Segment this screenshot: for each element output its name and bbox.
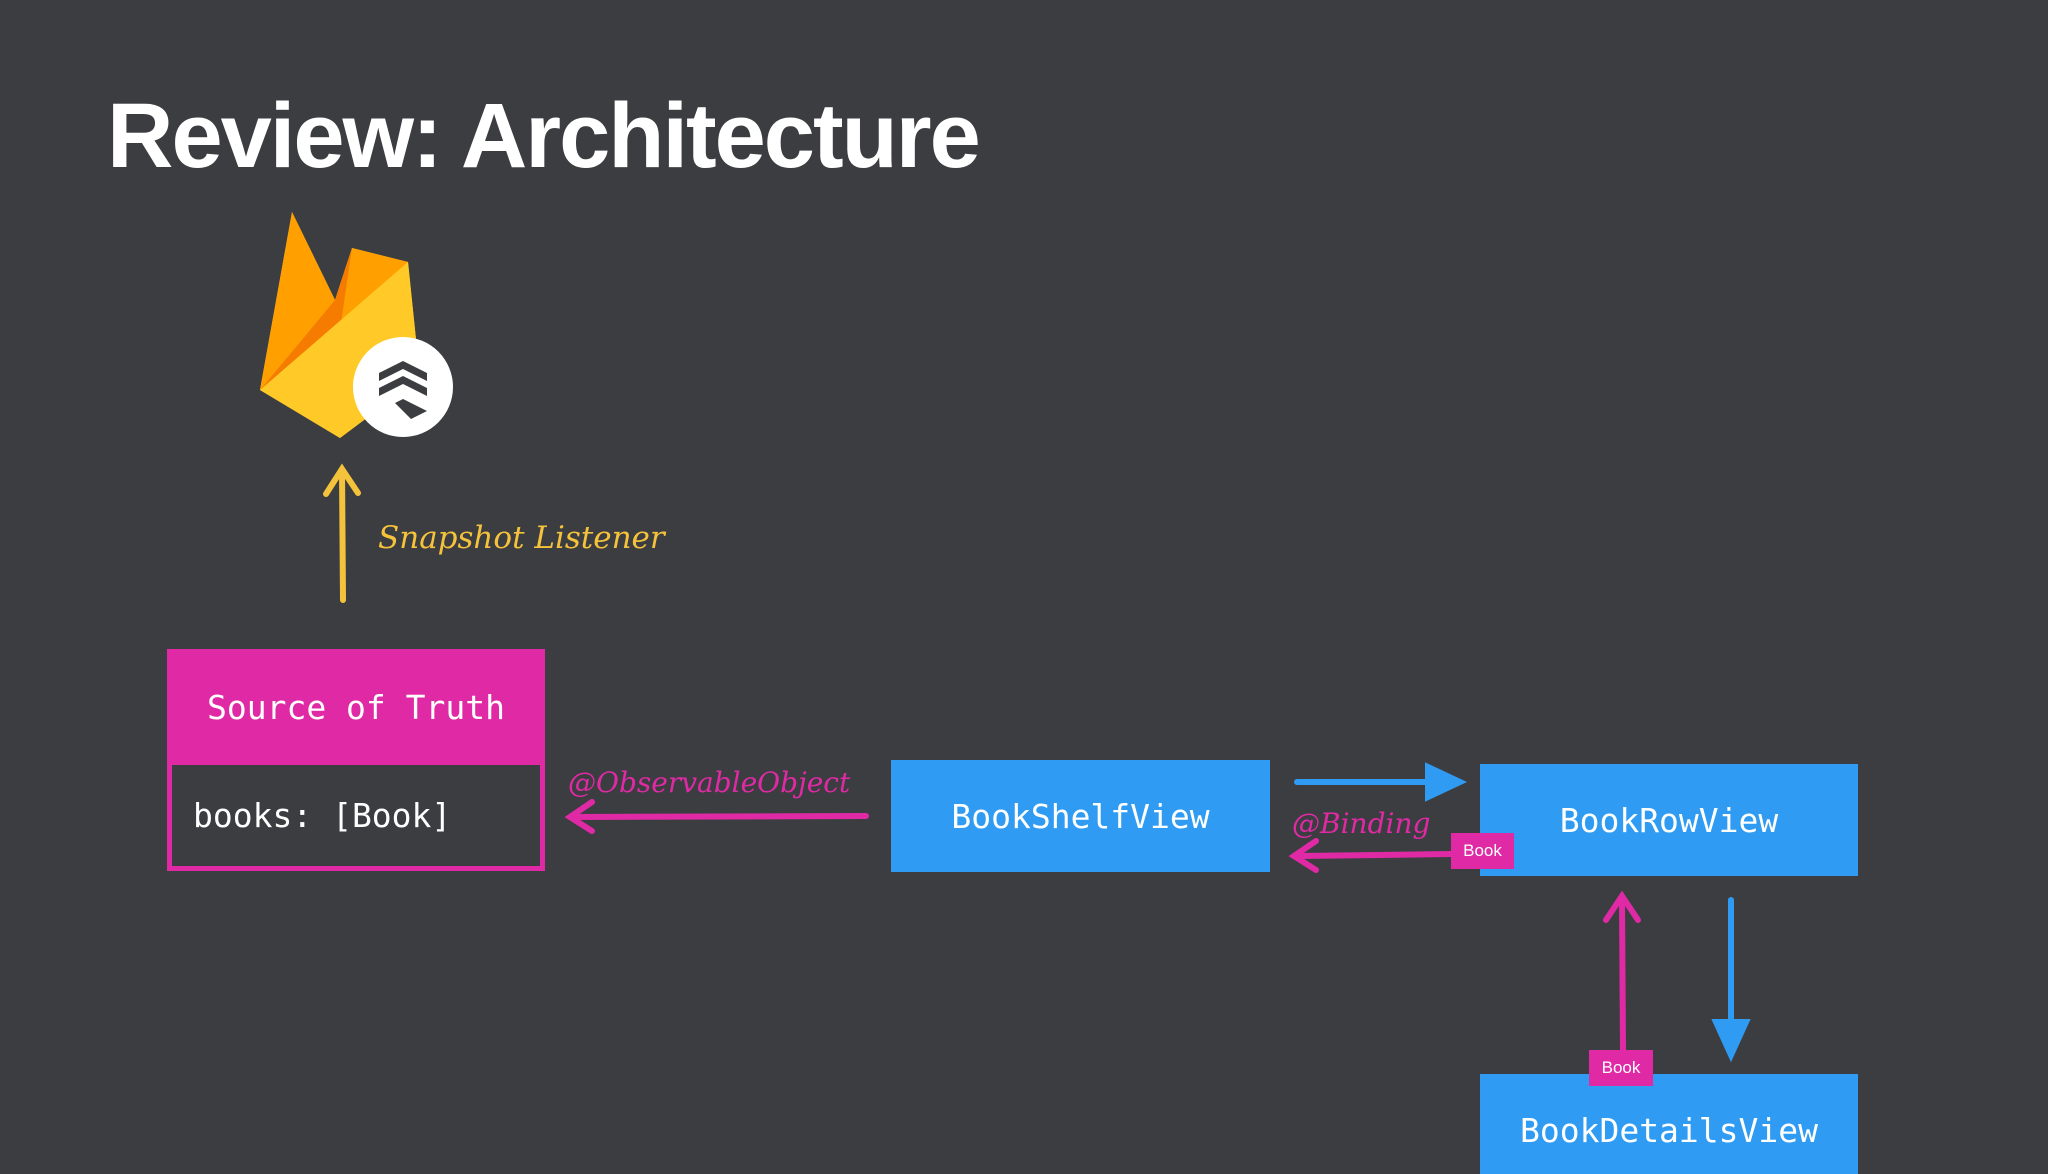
binding-label: @Binding: [1292, 807, 1431, 840]
details-binding-up-arrow: [1603, 890, 1641, 1053]
binding-down-arrow: [1294, 762, 1468, 802]
binding-up-arrow: [1288, 838, 1454, 873]
bookdetails-book-tag: Book: [1589, 1050, 1653, 1086]
bookshelf-view-node: BookShelfView: [891, 760, 1270, 872]
observable-object-arrow: [564, 799, 869, 834]
snapshot-listener-arrow: [323, 463, 361, 603]
details-down-arrow: [1711, 897, 1751, 1063]
slide-title: Review: Architecture: [107, 85, 981, 187]
source-of-truth-body: books: [Book]: [167, 765, 545, 871]
bookrow-book-tag: Book: [1451, 833, 1514, 869]
source-of-truth-header: Source of Truth: [167, 649, 545, 765]
bookdetails-view-node: BookDetailsView: [1480, 1074, 1858, 1174]
snapshot-listener-label: Snapshot Listener: [378, 520, 665, 556]
bookrow-view-node: BookRowView: [1480, 764, 1858, 876]
observable-object-label: @ObservableObject: [568, 766, 851, 799]
